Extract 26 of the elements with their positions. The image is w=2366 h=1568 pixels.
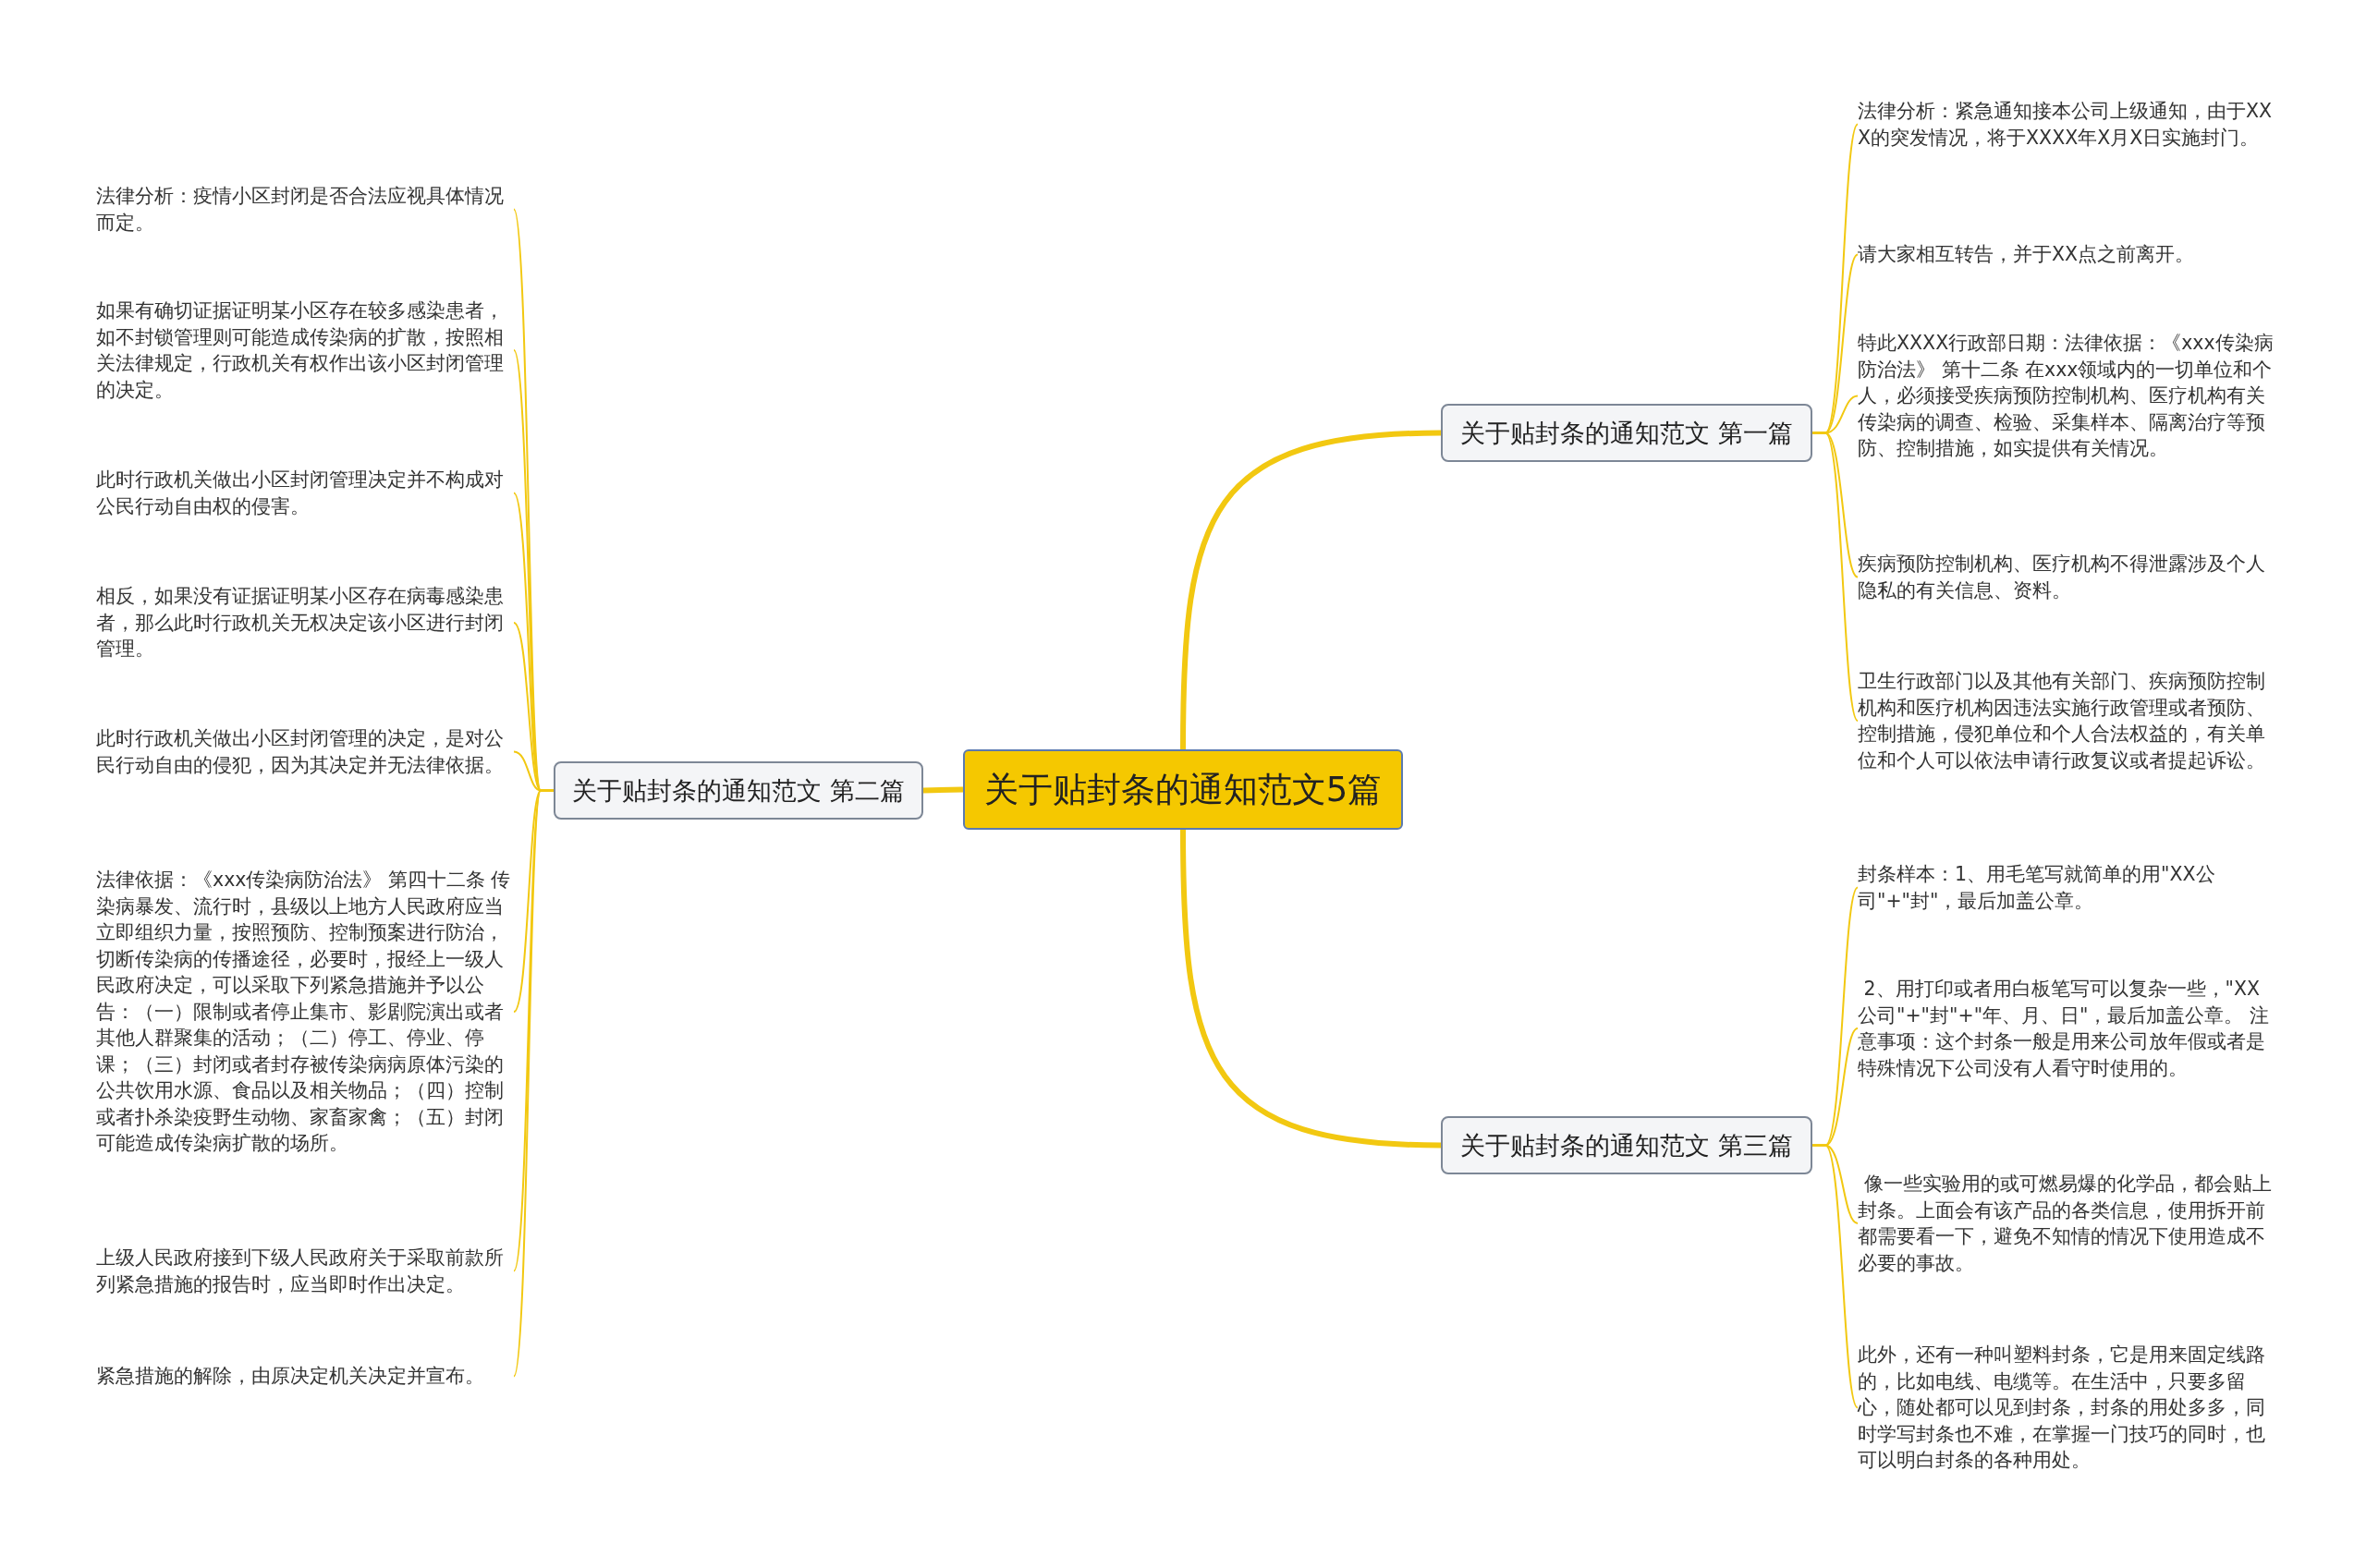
connector-line — [1811, 432, 1859, 722]
subtopic-text: 此时行政机关做出小区封闭管理的决定，是对公民行动自由的侵犯，因为其决定并无法律依据。 — [96, 723, 514, 780]
central-topic-box: 关于贴封条的通知范文5篇 — [963, 749, 1403, 830]
subtopic-text: 2、用打印或者用白板笔写可以复杂一些，"XX公司"+"封"+"年、月、日"，最后加盖公章。 注意事项：这个封条一般是用来公司放年假或者是特殊情况下公司没有人看守时使用的。 — [1858, 974, 2278, 1083]
connector-line — [1811, 1144, 1859, 1409]
subtopic-text: 特此XXXX行政部日期：法律依据：《xxx传染病防治法》 第十二条 在xxx领域内的一切单位和个人，必须接受疾病预防控制机构、医疗机构有关传染病的调查、检验、采集样本、隔离治疗等预防、控制措施，如实提供有关情况。 — [1858, 328, 2278, 464]
subtopic-text: 封条样本：1、用毛笔写就简单的用"XX公司"+"封"，最后加盖公章。 — [1858, 859, 2278, 916]
topic-box: 关于贴封条的通知范文 第三篇 — [1441, 1116, 1812, 1174]
subtopic-text: 上级人民政府接到下级人民政府关于采取前款所列紧急措施的报告时，应当即时作出决定。 — [96, 1243, 514, 1299]
subtopic-text: 紧急措施的解除，由原决定机关决定并宣布。 — [96, 1361, 514, 1392]
subtopic-text: 相反，如果没有证据证明某小区存在病毒感染患者，那么此时行政机关无权决定该小区进行封闭管理。 — [96, 581, 514, 664]
subtopic-text: 卫生行政部门以及其他有关部门、疾病预防控制机构和医疗机构因违法实施行政管理或者预防、控制措施，侵犯单位和个人合法权益的，有关单位和个人可以依法申请行政复议或者提起诉讼。 — [1858, 666, 2278, 775]
connector-line — [1180, 430, 1442, 750]
subtopic-text: 疾病预防控制机构、医疗机构不得泄露涉及个人隐私的有关信息、资料。 — [1858, 549, 2278, 605]
subtopic-text: 请大家相互转告，并于XX点之前离开。 — [1858, 239, 2278, 270]
subtopic-text: 如果有确切证据证明某小区存在较多感染患者，如不封锁管理则可能造成传染病的扩散，按照相关法律规定，行政机关有权作出该小区封闭管理的决定。 — [96, 296, 514, 405]
subtopic-text: 法律分析：疫情小区封闭是否合法应视具体情况而定。 — [96, 181, 514, 237]
subtopic-text: 法律分析：紧急通知接本公司上级通知，由于XXX的突发情况，将于XXXX年X月X日实施封门。 — [1858, 96, 2278, 152]
connector-line — [922, 786, 964, 794]
connector-line — [1180, 829, 1442, 1149]
topic-box: 关于贴封条的通知范文 第二篇 — [554, 761, 923, 820]
subtopic-text: 此外，还有一种叫塑料封条，它是用来固定线路的，比如电线、电缆等。在生活中，只要多留心，随处都可以见到封条，封条的用处多多，同时学写封条也不难，在掌握一门技巧的同时，也可以明白封条的各种用处。 — [1858, 1340, 2278, 1476]
subtopic-text: 像一些实验用的或可燃易爆的化学品，都会贴上封条。上面会有该产品的各类信息，使用拆开前都需要看一下，避免不知情的情况下使用造成不必要的事故。 — [1858, 1169, 2278, 1278]
topic-box: 关于贴封条的通知范文 第一篇 — [1441, 404, 1812, 462]
subtopic-text: 法律依据：《xxx传染病防治法》 第四十二条 传染病暴发、流行时，县级以上地方人民政府应当立即组织力量，按照预防、控制预案进行防治，切断传染病的传播途径，必要时，报经上一级人民政府决定，可以采取下列紧急措施并予以公告：（一）限制或者停止集市、影剧院演出或者其他人群聚集的活动；（二）停工、停业、停课；（三）封闭或者封存被传染病病原体污染的公共饮用水源、食品以及相关物品；（四）控制或者扑杀染疫野生动物、家畜家禽；（五）封闭可能造成传染病扩散的场所。 — [96, 865, 514, 1159]
subtopic-text: 此时行政机关做出小区封闭管理决定并不构成对公民行动自由权的侵害。 — [96, 465, 514, 521]
